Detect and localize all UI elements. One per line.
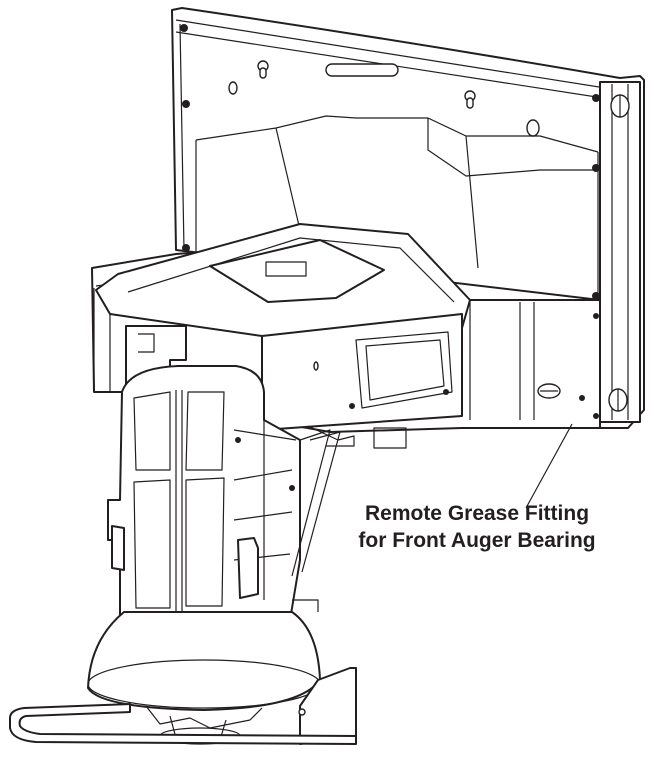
callout-line-2: for Front Auger Bearing	[358, 529, 596, 552]
spinner-shroud	[87, 599, 321, 711]
mounting-keyholes	[180, 24, 600, 300]
spinner-motor-bracket	[145, 667, 357, 745]
front-guard-hoop	[9, 703, 357, 745]
callout-line-1: Remote Grease Fitting	[364, 502, 590, 525]
chute-support-strut	[291, 429, 341, 577]
grease-fitting-callout: Remote Grease Fitting for Front Auger Be…	[300, 500, 654, 554]
callout-leader-line	[525, 423, 573, 509]
spinner-chute	[107, 365, 301, 621]
chute-cover	[95, 223, 471, 337]
right-frame-post	[599, 81, 641, 423]
hopper-back-wall	[171, 7, 645, 429]
